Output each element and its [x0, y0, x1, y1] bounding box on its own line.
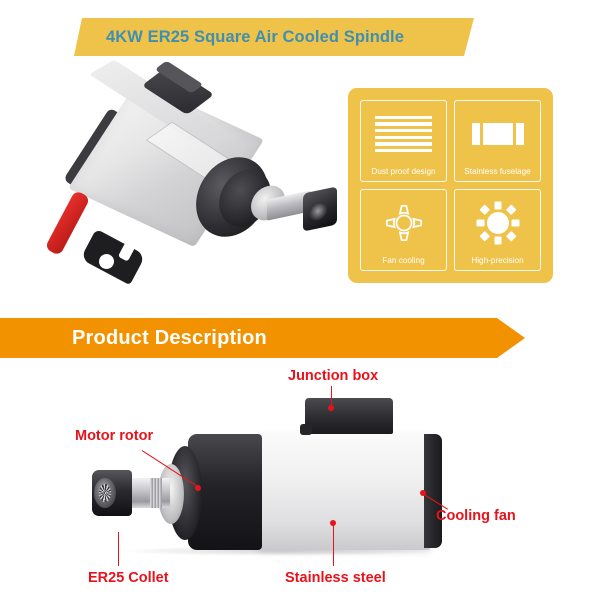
detail-end-cap — [424, 434, 442, 548]
callout-dot-stainless-steel — [330, 520, 336, 526]
callout-label-stainless-steel: Stainless steel — [285, 570, 386, 586]
feature-cell-dust-proof-design: Dust proof design — [360, 100, 447, 182]
hero-product-photo — [44, 59, 355, 302]
gear-icon — [455, 190, 540, 256]
detail-junction-box-foot — [300, 424, 312, 435]
callout-dot-junction-box — [328, 405, 334, 411]
detail-product-photo — [0, 360, 600, 600]
detail-shaft-threads — [150, 478, 162, 508]
section-header-banner: Product Description — [0, 318, 525, 358]
feature-label: Fan cooling — [382, 255, 425, 265]
callout-label-motor-rotor: Motor rotor — [75, 428, 154, 444]
feature-cell-high-precision: High-precision — [454, 189, 541, 271]
louvre-bars-icon — [361, 101, 446, 167]
hero-wrench-handle — [44, 189, 91, 257]
callout-label-cooling-fan: Cooling fan — [436, 508, 516, 524]
section-title: Product Description — [72, 326, 267, 349]
detail-collet-slots — [99, 484, 111, 502]
callout-leader-er25-collet — [118, 532, 120, 566]
callout-dot-cooling-fan — [420, 490, 426, 496]
callout-label-er25-collet: ER25 Collet — [88, 570, 169, 586]
feature-label: Dust proof design — [371, 166, 436, 176]
feature-cell-stainless-fuselage: Stainless fuselage — [454, 100, 541, 182]
feature-cell-fan-cooling: Fan cooling — [360, 189, 447, 271]
page-title: 4KW ER25 Square Air Cooled Spindle — [106, 27, 405, 46]
feature-label: Stainless fuselage — [464, 166, 531, 176]
fan-blades-icon — [361, 190, 446, 256]
callout-leader-stainless-steel — [333, 524, 335, 566]
detail-spindle-body — [258, 432, 430, 550]
title-banner: 4KW ER25 Square Air Cooled Spindle — [74, 18, 474, 56]
feature-grid: Dust proof design Stainless fuselage — [348, 88, 553, 283]
detail-junction-box — [305, 398, 393, 434]
feature-label: High-precision — [471, 255, 524, 265]
callout-leader-junction-box — [331, 386, 333, 408]
callout-dot-motor-rotor — [195, 485, 201, 491]
detail-ground-shadow — [120, 546, 440, 556]
fuselage-segments-icon — [455, 101, 540, 167]
callout-label-junction-box: Junction box — [288, 368, 379, 384]
